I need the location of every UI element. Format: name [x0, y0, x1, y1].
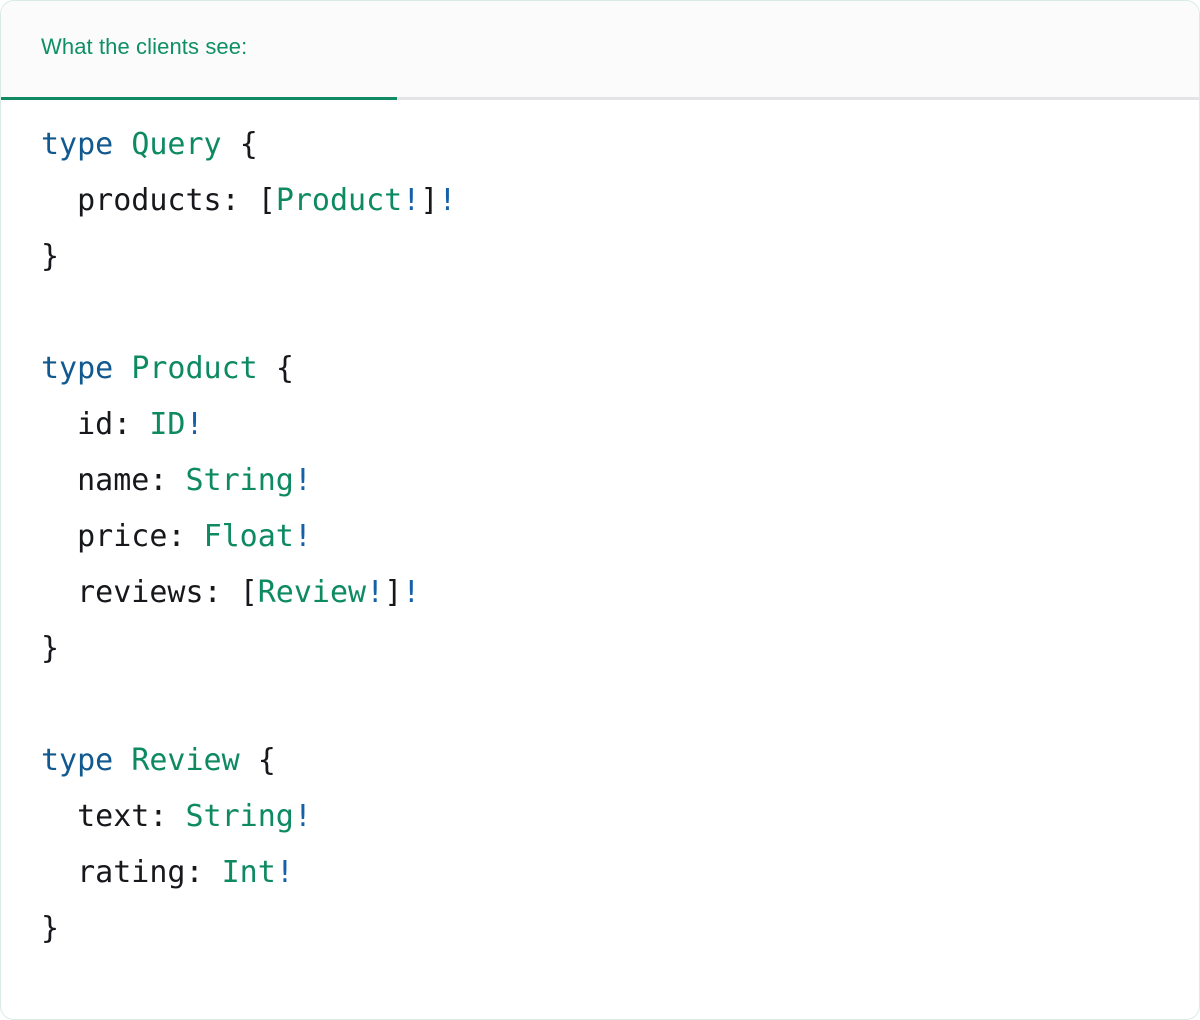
code-token-type: String [185, 463, 294, 498]
code-token-type: Review [131, 743, 240, 778]
code-token-field: reviews [77, 575, 204, 610]
code-token-punctuation: { [275, 351, 294, 386]
tab-strip-rule [1, 97, 1199, 100]
code-token-type: Review [257, 575, 367, 610]
code-token-bang: ! [402, 183, 421, 218]
code-token-punctuation: [ [239, 575, 258, 610]
code-line: rating: Int! [41, 845, 1159, 901]
code-token-punctuation: ] [420, 183, 439, 218]
code-line: name: String! [41, 453, 1159, 509]
code-token-bang: ! [293, 463, 312, 498]
code-token-punctuation: [ [257, 183, 276, 218]
code-token-type: Product [275, 183, 403, 218]
code-line: products: [Product!]! [41, 173, 1159, 229]
code-token-punctuation: : [113, 407, 150, 442]
code-token-plain [113, 351, 131, 386]
code-token-plain [113, 743, 131, 778]
code-token-plain [240, 743, 258, 778]
code-token-punctuation: : [203, 575, 240, 610]
code-token-punctuation: } [41, 631, 60, 666]
code-line: text: String! [41, 789, 1159, 845]
code-token-keyword: type [41, 743, 114, 778]
code-token-type: Query [131, 127, 222, 162]
code-token-punctuation: : [185, 855, 222, 890]
code-token-plain [113, 127, 131, 162]
code-line: reviews: [Review!]! [41, 565, 1159, 621]
code-line: type Product { [41, 341, 1159, 397]
graphql-schema-code[interactable]: type Query { products: [Product!]!} type… [1, 117, 1199, 957]
code-token-type: String [185, 799, 294, 834]
code-token-punctuation: : [149, 463, 186, 498]
code-body: type Query { products: [Product!]!} type… [1, 100, 1199, 957]
code-token-type: ID [149, 407, 186, 442]
tab-label: What the clients see: [41, 34, 248, 59]
code-token-punctuation: : [149, 799, 186, 834]
code-line: } [41, 621, 1159, 677]
code-token-field: products [77, 183, 222, 218]
code-token-punctuation: : [221, 183, 258, 218]
code-line: id: ID! [41, 397, 1159, 453]
code-token-bang: ! [185, 407, 204, 442]
code-line: type Review { [41, 733, 1159, 789]
tab-strip: What the clients see: [1, 1, 1199, 100]
code-line: price: Float! [41, 509, 1159, 565]
code-token-punctuation: } [41, 911, 60, 946]
code-token-punctuation: { [257, 743, 276, 778]
code-token-field: text [77, 799, 150, 834]
code-token-field: name [77, 463, 150, 498]
code-line: } [41, 901, 1159, 957]
code-line: } [41, 229, 1159, 285]
code-token-punctuation: ] [384, 575, 403, 610]
code-token-bang: ! [293, 519, 312, 554]
code-token-type: Product [131, 351, 258, 386]
code-token-field: id [77, 407, 114, 442]
code-token-field: rating [77, 855, 186, 890]
code-token-type: Int [221, 855, 276, 890]
code-token-punctuation: { [239, 127, 258, 162]
code-token-plain [258, 351, 276, 386]
code-token-bang: ! [438, 183, 457, 218]
code-token-bang: ! [402, 575, 421, 610]
code-token-punctuation: } [41, 239, 60, 274]
code-token-field: price [77, 519, 168, 554]
code-token-plain [222, 127, 240, 162]
code-line [41, 677, 1159, 733]
tab-what-the-clients-see[interactable]: What the clients see: [1, 1, 397, 100]
code-token-bang: ! [293, 799, 312, 834]
code-token-type: Float [203, 519, 294, 554]
code-line: type Query { [41, 117, 1159, 173]
code-token-keyword: type [41, 351, 114, 386]
code-line [41, 285, 1159, 341]
code-token-bang: ! [366, 575, 385, 610]
code-token-punctuation: : [167, 519, 204, 554]
code-token-bang: ! [275, 855, 294, 890]
code-token-keyword: type [41, 127, 114, 162]
